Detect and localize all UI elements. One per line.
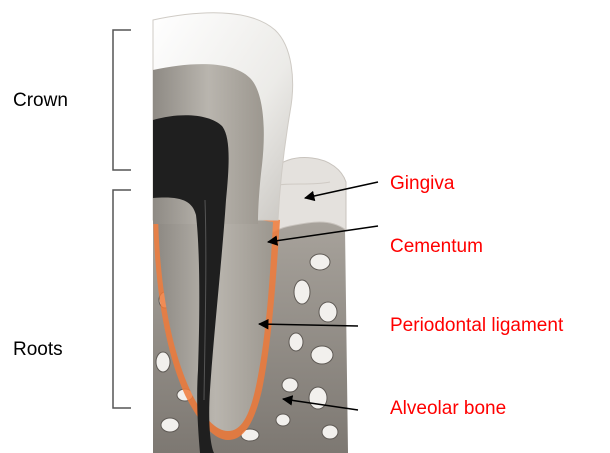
- crown-bracket: [113, 30, 131, 170]
- alveolar-bone-label: Alveolar bone: [390, 399, 506, 418]
- gingiva-label: Gingiva: [390, 174, 454, 193]
- periodontal-ligament-label: Periodontal ligament: [390, 316, 563, 335]
- crown-label: Crown: [13, 91, 68, 110]
- cementum-label: Cementum: [390, 237, 483, 256]
- roots-label: Roots: [13, 340, 63, 359]
- roots-bracket: [113, 190, 131, 408]
